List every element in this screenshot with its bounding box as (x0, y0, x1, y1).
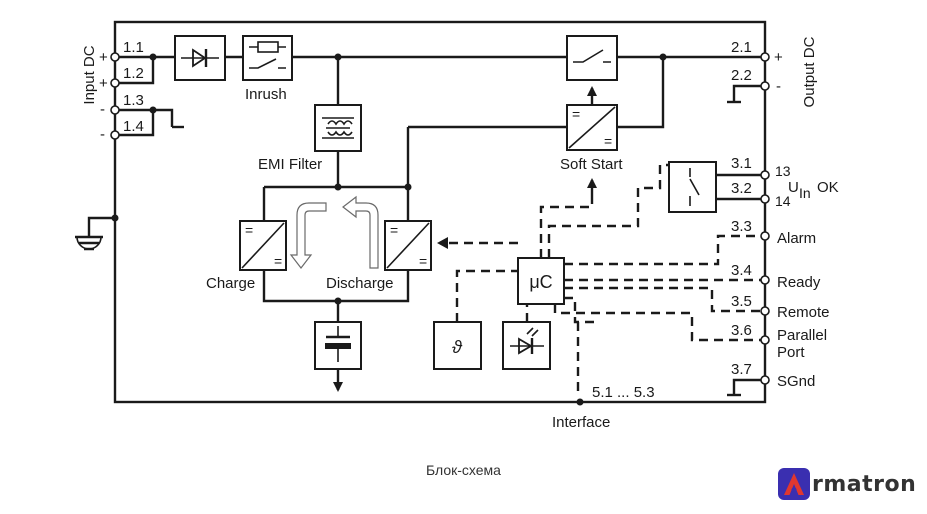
discharge-eq-top: = (390, 222, 398, 238)
enclosure-frame (113, 20, 767, 404)
logo-badge (778, 468, 810, 500)
output-section: 2.1 2.2 + - Output DC 3.1 3.2 3.3 3.4 3.… (727, 36, 839, 397)
terminal-3-2[interactable] (760, 194, 770, 204)
terminal-3-5-label: 3.5 (731, 293, 752, 310)
discharge-label: Discharge (326, 275, 394, 292)
polarity-minus-2: - (100, 126, 105, 143)
sgnd-label: SGnd (777, 373, 815, 390)
discharge-flow-arrow (342, 195, 379, 269)
resistor-switch-icon (249, 41, 286, 69)
terminal-1-4[interactable] (110, 130, 120, 140)
discharge-converter: = = Discharge (326, 220, 432, 292)
terminal-2-1[interactable] (760, 52, 770, 62)
uin-u-label: U (788, 179, 799, 196)
terminal-1-4-label: 1.4 (123, 118, 144, 135)
output-switch (566, 35, 618, 81)
emi-filter-label: EMI Filter (258, 156, 322, 173)
soft-start-converter: = = Soft Start (560, 104, 623, 173)
armatron-logo[interactable]: rmatron (778, 466, 916, 502)
terminal-1-2[interactable] (110, 78, 120, 88)
terminal-2-2[interactable] (760, 81, 770, 91)
inrush-limiter: Inrush (242, 35, 293, 103)
microcontroller: μC (517, 257, 565, 305)
led-icon (510, 327, 544, 355)
input-dc-label: Input DC (81, 45, 98, 104)
remote-label: Remote (777, 304, 830, 321)
reverse-polarity-diode (174, 35, 226, 81)
pin-13-label: 13 (775, 163, 791, 179)
ready-label: Ready (777, 274, 821, 291)
charge-eq-bottom: = (274, 253, 282, 269)
charge-flow-arrow (289, 202, 327, 269)
terminal-3-4-label: 3.4 (731, 262, 752, 279)
capacitor-icon (325, 326, 351, 362)
theta-symbol: ϑ (452, 337, 463, 357)
logo-text: rmatron (812, 471, 917, 497)
terminal-3-7[interactable] (760, 375, 770, 385)
emi-filter: EMI Filter (258, 57, 362, 187)
terminal-3-3[interactable] (760, 231, 770, 241)
uin-ok-relay (668, 161, 717, 213)
terminal-1-1[interactable] (110, 52, 120, 62)
uin-sub-label: In (799, 185, 811, 201)
terminal-3-2-label: 3.2 (731, 180, 752, 197)
port-label: Port (777, 344, 805, 361)
polarity-plus-1: + (99, 49, 108, 66)
input-section: Input DC + + - - 1.1 1.2 1.3 1.4 (75, 39, 184, 251)
polarity-minus-1: - (100, 101, 105, 118)
charge-label: Charge (206, 275, 255, 292)
parallel-label: Parallel (777, 327, 827, 344)
uin-ok-label: OK (817, 179, 839, 196)
output-minus-label: - (776, 78, 781, 95)
terminal-3-4[interactable] (760, 275, 770, 285)
logo-a-icon (784, 473, 804, 495)
terminal-3-1-label: 3.1 (731, 155, 752, 172)
terminal-1-2-label: 1.2 (123, 65, 144, 82)
uc-label: μC (529, 272, 552, 292)
soft-start-label: Soft Start (560, 156, 623, 173)
terminal-3-1[interactable] (760, 170, 770, 180)
interface-label: Interface (552, 414, 610, 431)
terminal-3-7-label: 3.7 (731, 361, 752, 378)
terminal-1-3-label: 1.3 (123, 92, 144, 109)
terminal-5x-label: 5.1 ... 5.3 (592, 384, 655, 401)
protective-earth-icon (75, 235, 103, 251)
terminal-1-3[interactable] (110, 105, 120, 115)
soft-start-eq-top: = (572, 106, 580, 122)
alarm-label: Alarm (777, 230, 816, 247)
terminal-2-1-label: 2.1 (731, 39, 752, 56)
terminal-3-3-label: 3.3 (731, 218, 752, 235)
terminal-3-6-label: 3.6 (731, 322, 752, 339)
switch-icon (573, 49, 611, 63)
filter-choke-icon (322, 117, 354, 139)
diagram-caption: Блок-схема (426, 462, 501, 478)
pin-14-label: 14 (775, 193, 791, 209)
relay-contact-icon (689, 168, 700, 206)
diode-icon (181, 48, 219, 68)
temperature-sensor: ϑ (433, 321, 482, 370)
terminal-2-2-label: 2.2 (731, 67, 752, 84)
terminal-1-1-label: 1.1 (123, 39, 144, 56)
energy-storage-capacitor (314, 321, 362, 370)
led-indicator (502, 321, 551, 370)
discharge-eq-bottom: = (419, 253, 427, 269)
terminal-3-5[interactable] (760, 306, 770, 316)
charge-eq-top: = (245, 222, 253, 238)
inrush-label: Inrush (245, 86, 287, 103)
terminal-3-6[interactable] (760, 335, 770, 345)
soft-start-eq-bottom: = (604, 133, 612, 149)
polarity-plus-2: + (99, 75, 108, 92)
output-plus-label: + (774, 49, 783, 66)
output-dc-label: Output DC (801, 36, 818, 107)
charge-converter: = = Charge (206, 220, 287, 292)
